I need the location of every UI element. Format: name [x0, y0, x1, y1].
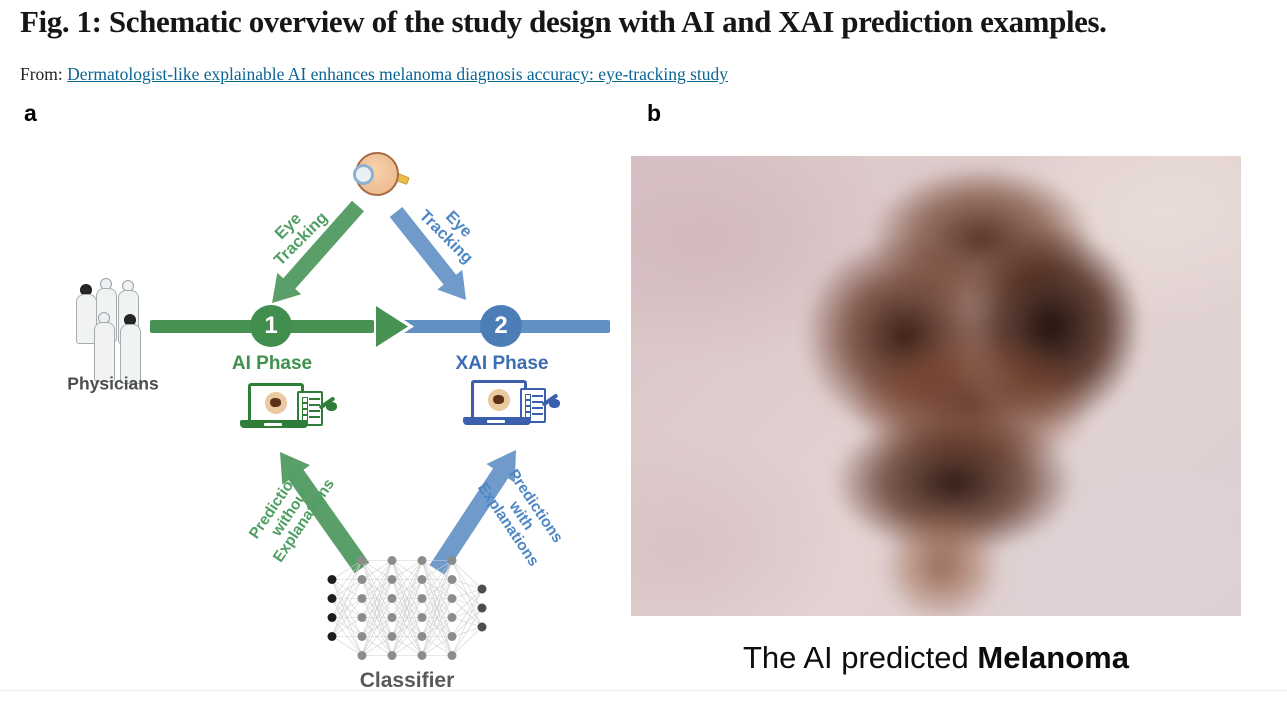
hand-pen-icon: [541, 392, 563, 408]
dermoscopy-image: [631, 156, 1241, 616]
laptop-screen: [471, 380, 527, 420]
article-link[interactable]: Dermatologist-like explainable AI enhanc…: [67, 64, 729, 84]
eye-tracking-label-right: Eye Tracking: [415, 206, 477, 268]
hand-pen-icon: [318, 395, 340, 411]
from-label: From:: [20, 64, 68, 84]
eye-tracking-label-left: Eye Tracking: [270, 208, 332, 270]
phase-1-marker: 1: [250, 305, 292, 347]
lesion-blob: [881, 505, 1004, 616]
lesion-thumbnail: [488, 389, 510, 411]
source-line: From: Dermatologist-like explainable AI …: [20, 64, 728, 85]
xai-phase-laptop-icon: [463, 380, 563, 428]
panel-a-label: a: [24, 100, 37, 126]
lesion-thumbnail: [265, 392, 287, 414]
ai-prediction-caption: The AI predicted Melanoma: [743, 640, 1129, 675]
xai-phase-label: XAI Phase: [455, 353, 549, 374]
ai-phase-label: AI Phase: [231, 353, 313, 374]
iris-shape: [353, 164, 374, 185]
neural-network-icon: [327, 556, 487, 660]
figure-title: Fig. 1: Schematic overview of the study …: [20, 4, 1107, 39]
phase-2-marker: 2: [480, 305, 522, 347]
eye-icon: [353, 152, 410, 198]
ai-phase-laptop-icon: [240, 383, 340, 431]
panel-b-label: b: [647, 100, 662, 126]
classifier-label: Classifier: [359, 669, 455, 692]
section-divider: [0, 690, 1287, 691]
physicians-group-icon: [66, 274, 166, 394]
predictions-without-label: Predictions without Explanations: [245, 462, 339, 566]
physicians-label: Physicians: [67, 373, 159, 394]
laptop-screen: [248, 383, 304, 423]
